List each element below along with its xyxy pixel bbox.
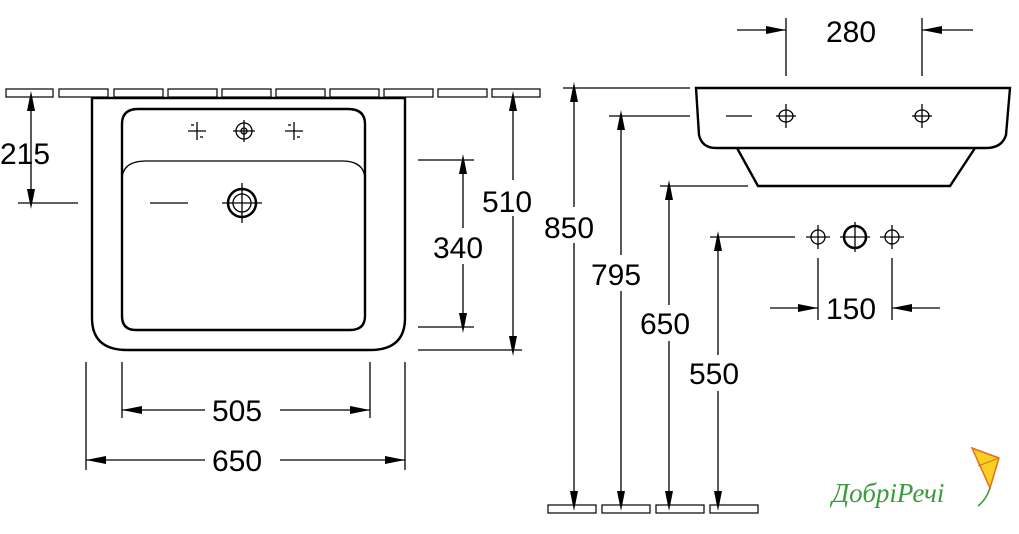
- dimension-150: 150: [770, 258, 940, 326]
- dimension-550-label: 550: [689, 358, 739, 391]
- dimension-340: 340: [418, 154, 496, 333]
- dimension-215: 215: [0, 91, 78, 209]
- dimension-505-label: 505: [212, 395, 262, 428]
- dimension-510-label: 510: [482, 186, 532, 219]
- dimension-850-label: 850: [544, 212, 594, 245]
- dimension-650-height: 650: [638, 180, 748, 511]
- pipe-hole-center-icon: [840, 222, 870, 252]
- drain-icon: [222, 183, 262, 223]
- overflow-hole-left-icon: [776, 104, 796, 128]
- basin-outer-outline: [90, 96, 407, 352]
- dimension-850: 850: [543, 82, 690, 511]
- dimension-550: 550: [687, 231, 795, 511]
- kite-icon: [970, 446, 1000, 507]
- dimension-150-label: 150: [826, 293, 876, 326]
- basin-side-profile: [694, 86, 1012, 150]
- dimension-280: 280: [737, 16, 973, 76]
- dimension-280-label: 280: [826, 16, 876, 49]
- basin-side-pedestal: [735, 147, 977, 188]
- overflow-hole-right-icon: [912, 104, 932, 128]
- brand-logo: ДобріРечі: [829, 446, 1000, 508]
- dimension-505: 505: [121, 362, 371, 428]
- wall-tiles: [5, 88, 541, 98]
- basin-tap-ledge: [121, 160, 366, 181]
- dimension-340-label: 340: [433, 232, 483, 265]
- dimension-215-label: 215: [0, 138, 50, 171]
- dimension-510: 510: [418, 91, 542, 356]
- pipe-hole-right-icon: [880, 225, 904, 249]
- dimension-795-label: 795: [591, 259, 641, 292]
- pipe-hole-left-icon: [806, 225, 830, 249]
- tap-hole-left-mark-icon: [188, 122, 206, 140]
- dimension-795: 795: [590, 110, 690, 511]
- brand-logo-text: ДобріРечі: [829, 478, 944, 508]
- tap-hole-right-mark-icon: [285, 122, 303, 140]
- front-view: 215 510 340 505: [0, 88, 542, 478]
- side-view: 280 850 795 650: [543, 16, 1012, 514]
- dimension-650-width-label: 650: [212, 445, 262, 478]
- dimension-650-height-label: 650: [640, 308, 690, 341]
- tap-hole-center-icon: [233, 120, 255, 142]
- floor-tiles: [547, 504, 759, 514]
- basin-inner-bowl: [120, 107, 367, 332]
- dimension-650-width: 650: [85, 362, 406, 478]
